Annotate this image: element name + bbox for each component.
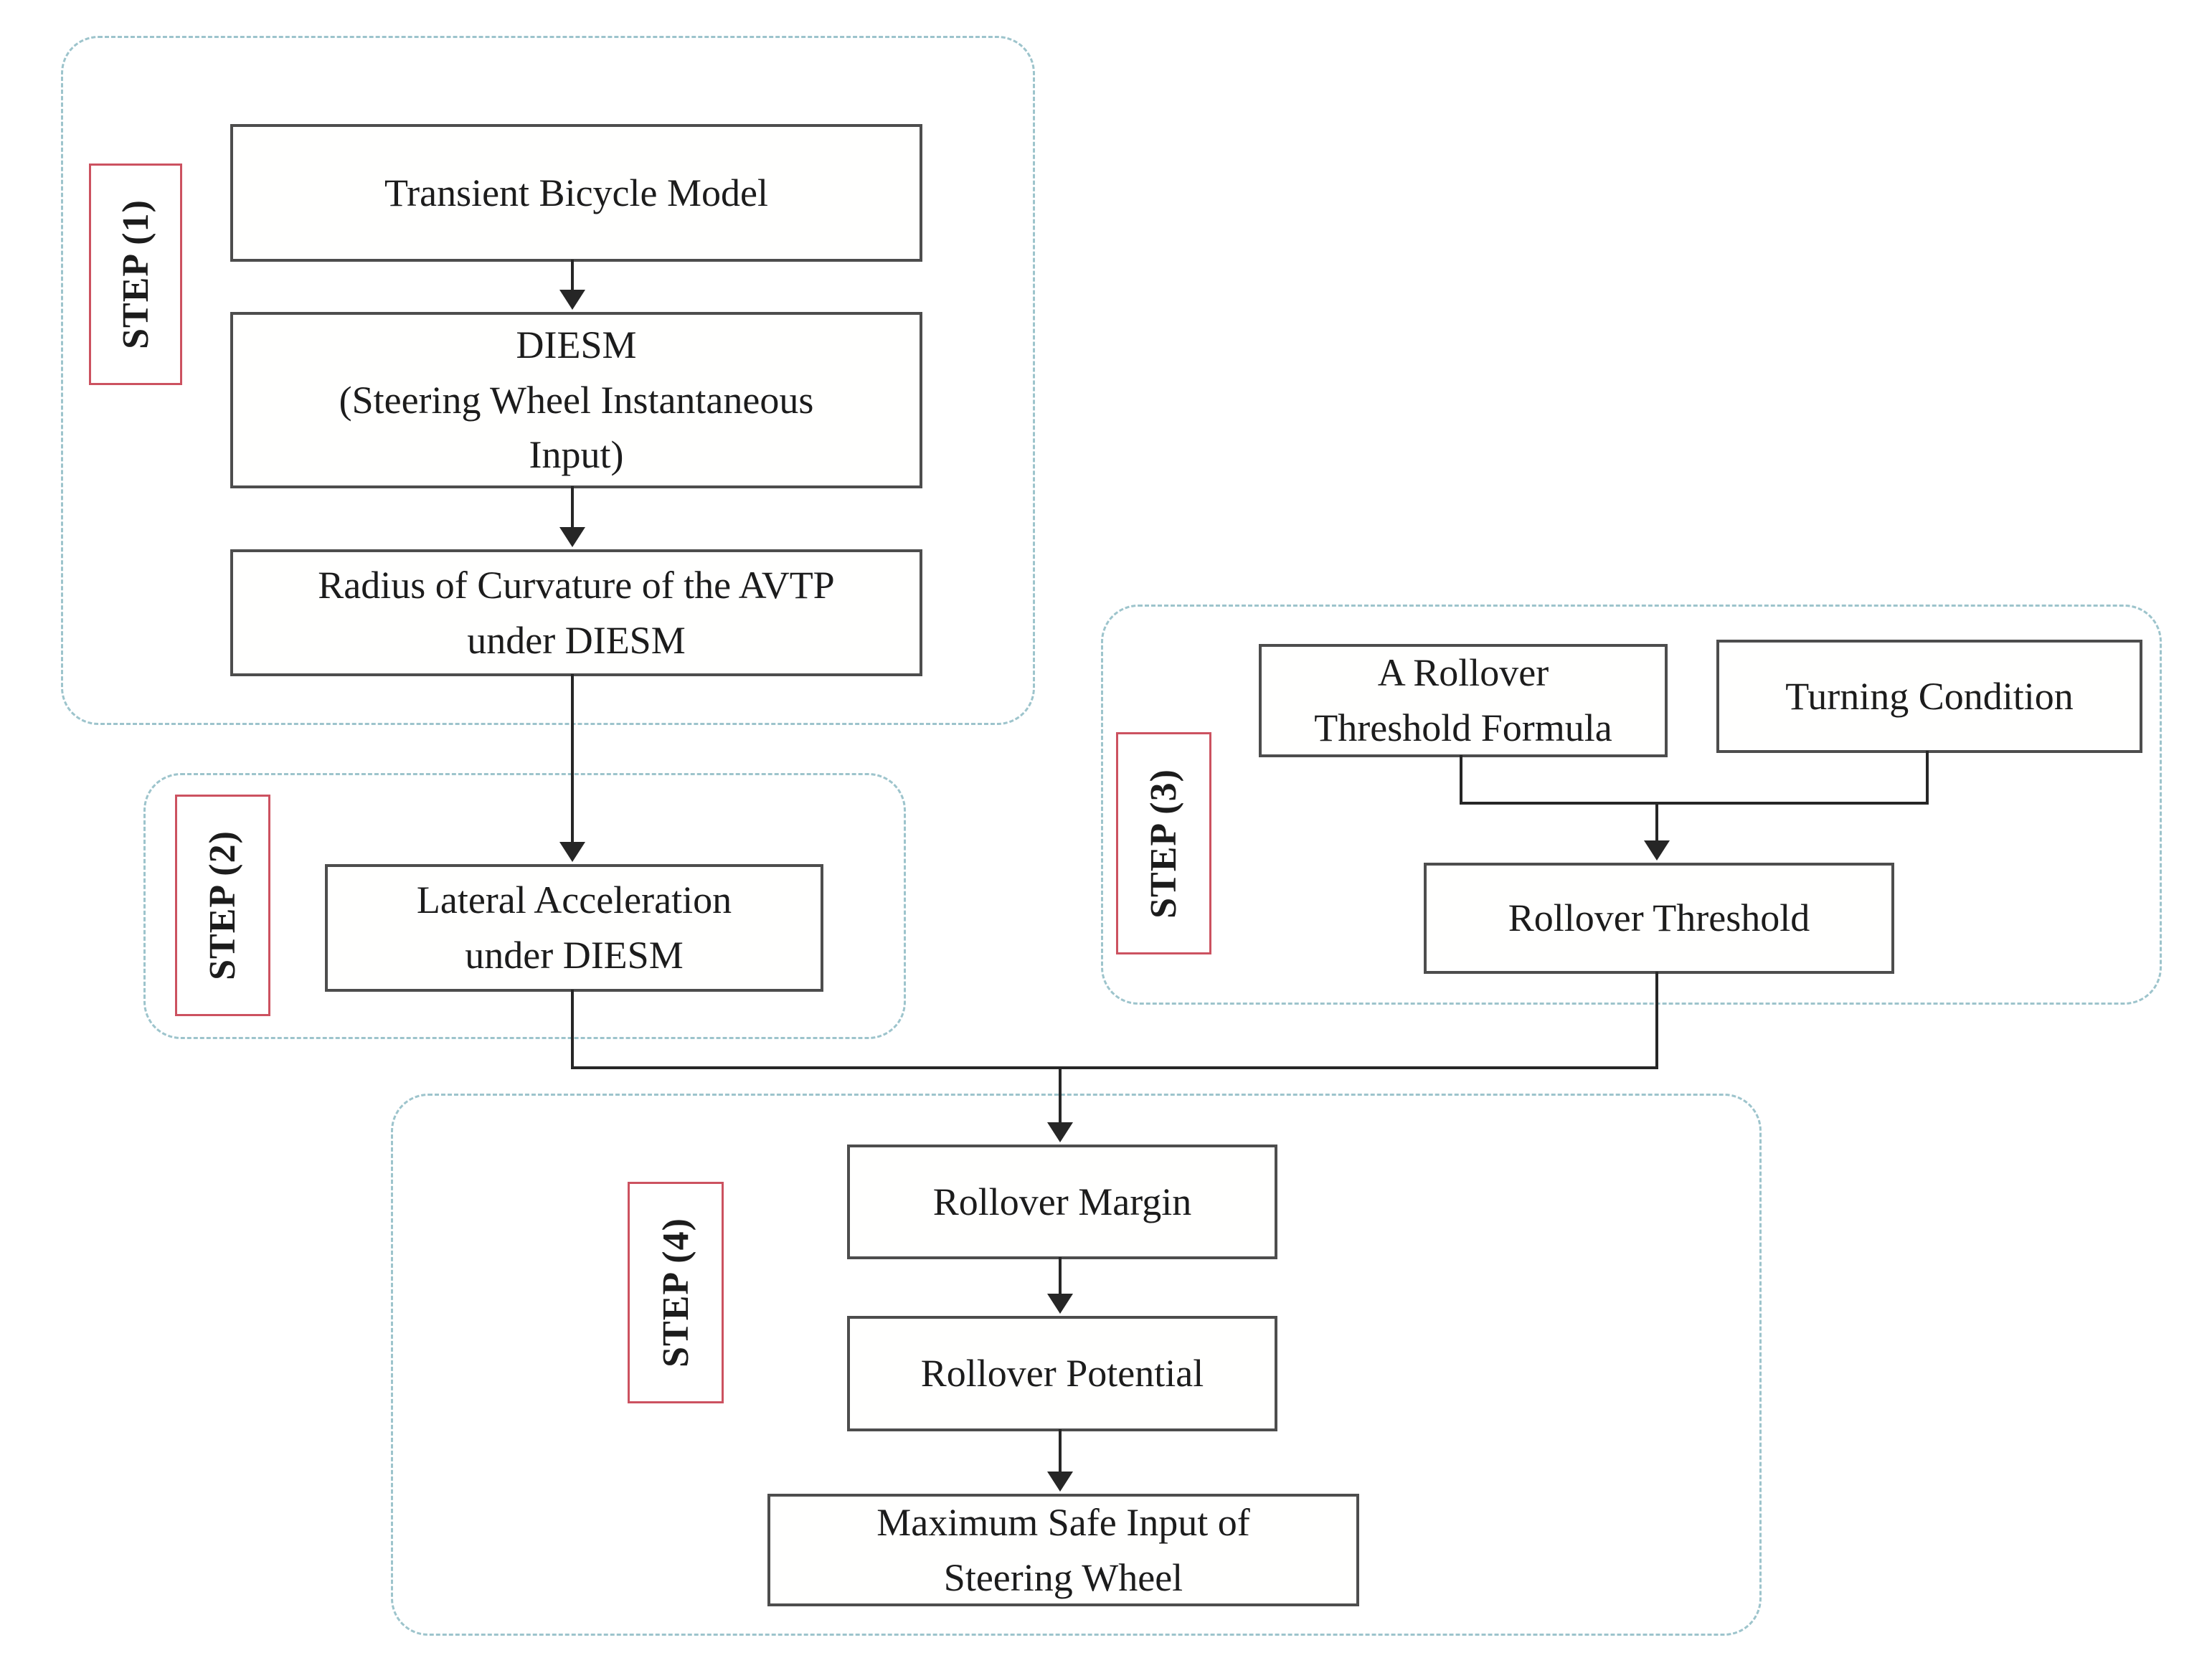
- connector-margin-to-potential: [1059, 1257, 1062, 1294]
- connector-lateral-down: [571, 990, 574, 1068]
- connector-merge-to-margin: [1059, 1068, 1062, 1122]
- connector-potential-to-maximum: [1059, 1429, 1062, 1472]
- connector-turning-down: [1926, 751, 1929, 803]
- node-transient-bicycle-model: Transient Bicycle Model: [230, 124, 922, 262]
- arrowhead-into-margin: [1047, 1122, 1073, 1142]
- step3-label: STEP (3): [1143, 768, 1185, 919]
- arrowhead-into-diesm: [559, 290, 585, 310]
- node-rollover-potential: Rollover Potential: [847, 1316, 1277, 1431]
- node-rollover-threshold: Rollover Threshold: [1424, 863, 1894, 974]
- step1-label-box: STEP (1): [89, 164, 182, 385]
- connector-threshold-down: [1655, 972, 1658, 1068]
- node-diesm: DIESM (Steering Wheel Instantaneous Inpu…: [230, 312, 922, 488]
- connector-formula-down: [1460, 755, 1462, 803]
- step2-label: STEP (2): [202, 830, 244, 980]
- arrowhead-into-maximum: [1047, 1472, 1073, 1492]
- step4-group: STEP (4) Rollover Margin Rollover Potent…: [391, 1094, 1762, 1636]
- step3-label-box: STEP (3): [1116, 732, 1211, 954]
- step1-group: STEP (1) Transient Bicycle Model DIESM (…: [61, 36, 1035, 725]
- step1-label: STEP (1): [115, 199, 156, 349]
- connector-diesm-to-radius: [571, 486, 574, 527]
- node-radius-of-curvature: Radius of Curvature of the AVTP under DI…: [230, 549, 922, 676]
- arrowhead-into-threshold: [1644, 840, 1670, 861]
- merge-line: [571, 1066, 1658, 1069]
- join-line-step3: [1460, 802, 1929, 805]
- step4-label: STEP (4): [655, 1218, 696, 1368]
- arrowhead-into-potential: [1047, 1294, 1073, 1314]
- connector-join-to-threshold: [1655, 803, 1658, 840]
- connector-transient-to-diesm: [571, 260, 574, 290]
- arrowhead-into-radius: [559, 527, 585, 547]
- node-lateral-acceleration: Lateral Acceleration under DIESM: [325, 864, 823, 992]
- node-rollover-margin: Rollover Margin: [847, 1145, 1277, 1259]
- step4-label-box: STEP (4): [628, 1182, 724, 1403]
- step2-group: STEP (2) Lateral Acceleration under DIES…: [143, 773, 906, 1039]
- connector-radius-to-lateral: [571, 674, 574, 842]
- node-rollover-threshold-formula: A Rollover Threshold Formula: [1259, 644, 1668, 757]
- node-turning-condition: Turning Condition: [1716, 640, 2142, 753]
- arrowhead-into-lateral: [559, 842, 585, 862]
- step3-group: STEP (3) A Rollover Threshold Formula Tu…: [1101, 605, 2162, 1005]
- step2-label-box: STEP (2): [175, 795, 270, 1016]
- node-maximum-safe-input: Maximum Safe Input of Steering Wheel: [767, 1494, 1359, 1606]
